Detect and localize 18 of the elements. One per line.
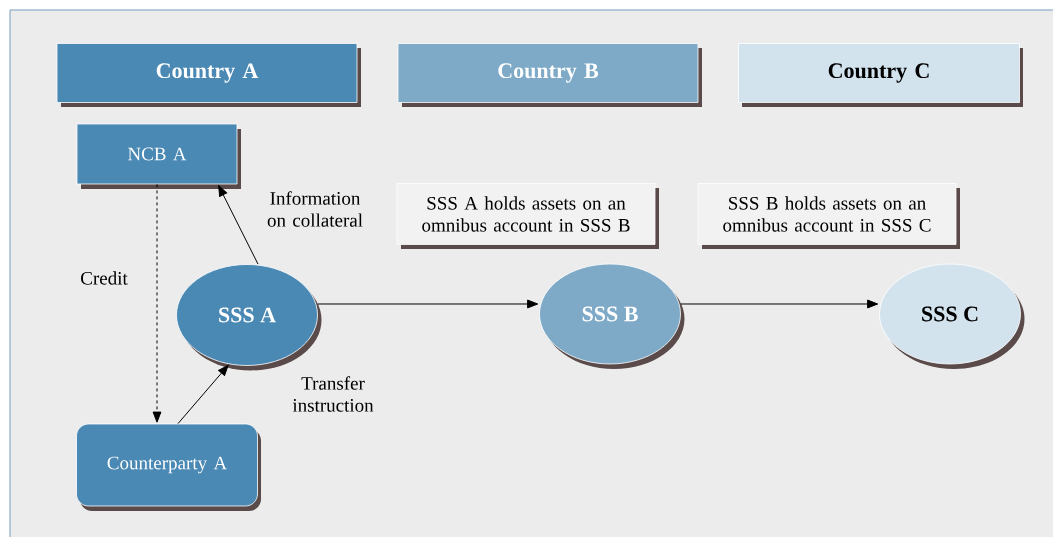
ellipse-node: SSS C — [879, 263, 1025, 369]
edge-label: Credit — [81, 271, 128, 285]
arrow — [218, 185, 259, 265]
ellipse-node: SSS B — [539, 263, 685, 369]
arrow — [317, 299, 539, 309]
note-box: SSS B holds assets on an omnibus account in SSS C — [697, 183, 960, 249]
ellipse-node: SSS A — [176, 264, 322, 371]
rounded-box: Counterparty A — [76, 423, 261, 511]
arrow — [177, 364, 229, 425]
arrow — [680, 299, 879, 309]
arrow — [152, 183, 162, 423]
process-box: NCB A — [76, 123, 241, 189]
header-bar: Country C — [738, 43, 1023, 107]
edge-label: Information on collateral — [267, 191, 363, 227]
header-bar: Country B — [397, 43, 702, 107]
edge-label: Transfer instruction — [292, 376, 374, 412]
note-box: SSS A holds assets on an omnibus account in SSS B — [396, 183, 659, 249]
header-bar: Country A — [56, 43, 361, 107]
